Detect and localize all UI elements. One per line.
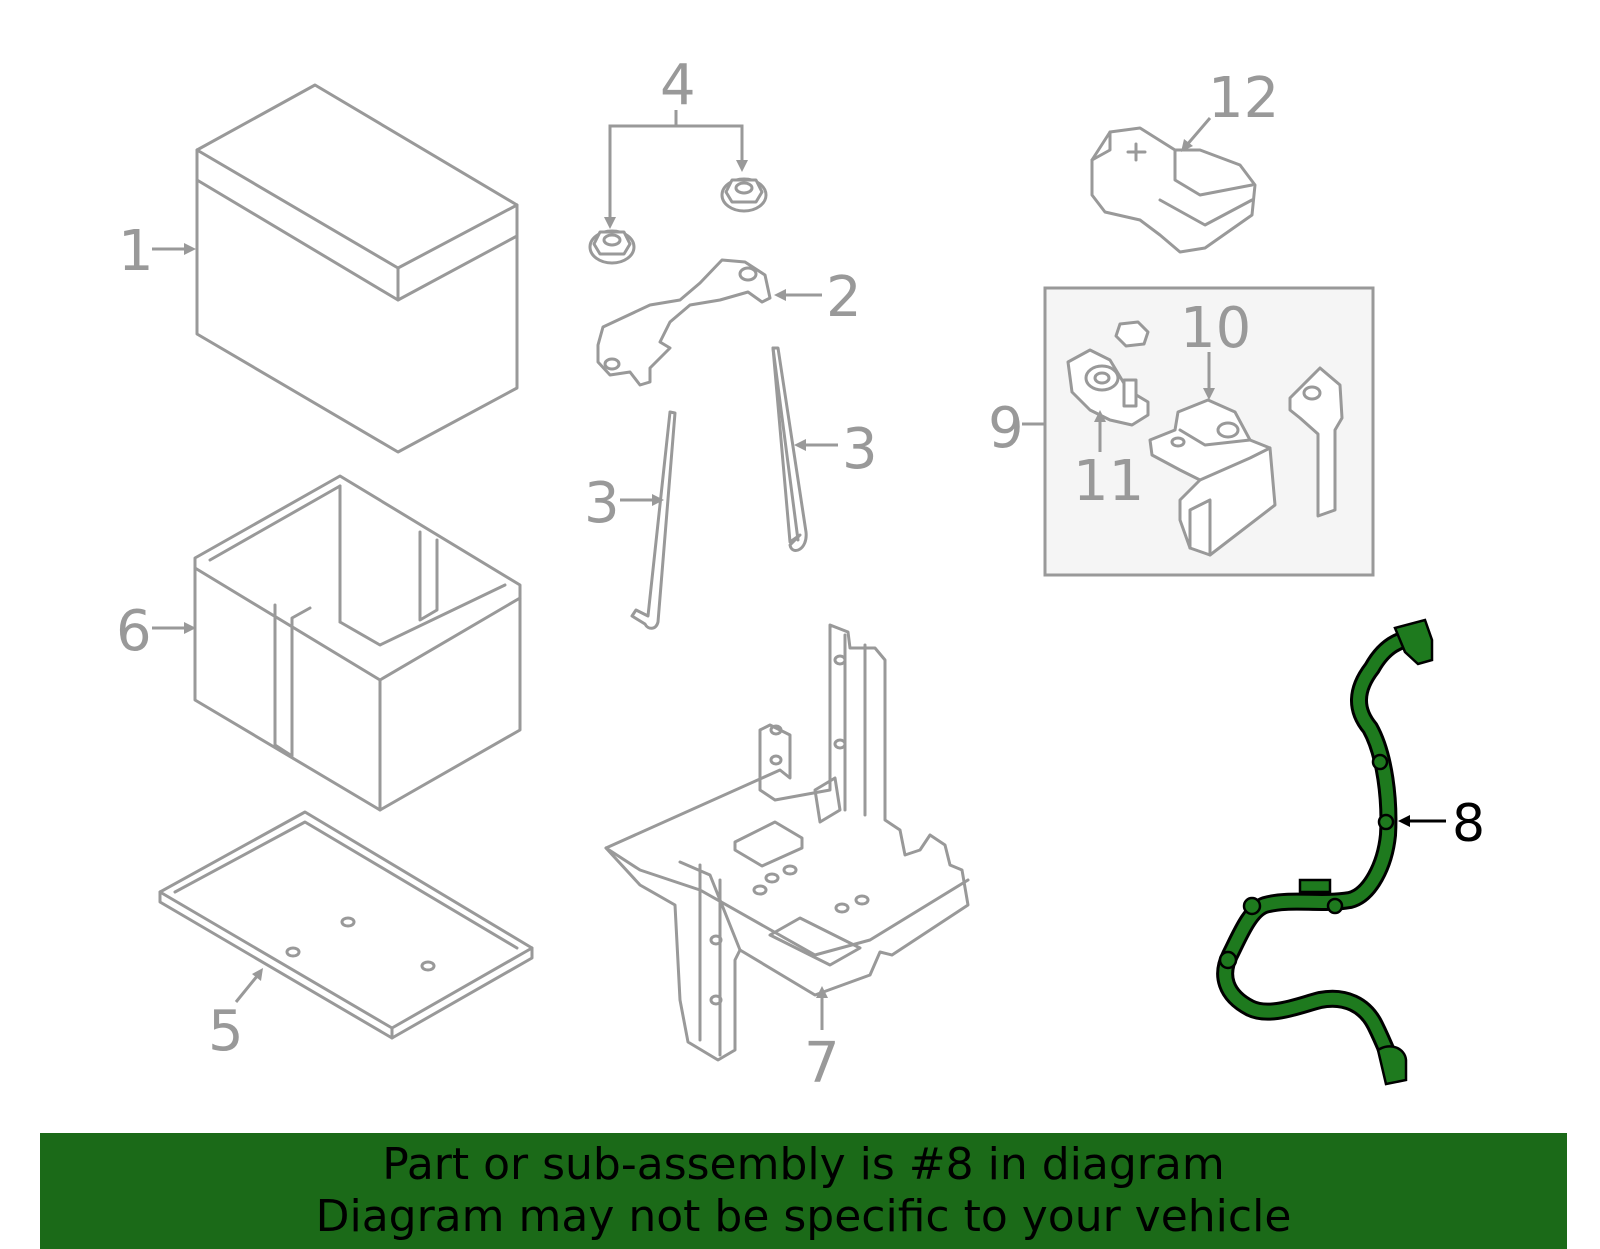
callout-label-10: 10: [1180, 296, 1251, 361]
banner-line-1: Part or sub-assembly is #8 in diagram: [382, 1139, 1225, 1190]
callout-label-12: 12: [1208, 66, 1279, 131]
rod-part-3-right[interactable]: [771, 346, 808, 552]
callout-label-1: 1: [118, 219, 154, 284]
battery-pad-part-5[interactable]: [158, 810, 534, 1040]
hold-down-bracket-part-2[interactable]: [596, 258, 772, 387]
terminal-clamp-part-11[interactable]: [1066, 348, 1150, 427]
nut-part-4-right[interactable]: [720, 177, 768, 213]
callout-label-2: 2: [826, 265, 862, 330]
callout-arrow-5: [234, 968, 263, 1003]
callout-arrow-10: [1203, 352, 1215, 400]
callout-arrow-1: [152, 243, 196, 255]
callout-arrow-2: [774, 289, 822, 301]
callout-label-6: 6: [116, 599, 152, 664]
callout-arrow-3-right: [794, 439, 838, 451]
callout-label-5: 5: [208, 999, 244, 1064]
callout-label-3-right: 3: [842, 417, 878, 482]
hex-nut-part-9[interactable]: [1114, 320, 1150, 348]
callout-arrow-8: [1398, 815, 1446, 827]
terminal-cover-part-12[interactable]: [1090, 126, 1257, 254]
callout-arrow-11: [1094, 410, 1106, 452]
callout-label-9: 9: [988, 396, 1024, 461]
rod-part-3-left[interactable]: [630, 410, 677, 630]
battery-cable-part-8[interactable]: [1216, 618, 1434, 1086]
callout-label-11: 11: [1073, 449, 1144, 514]
banner-line-2: Diagram may not be specific to your vehi…: [315, 1191, 1292, 1242]
callout-label-8: 8: [1452, 794, 1485, 854]
battery-insulator-part-6[interactable]: [193, 474, 522, 812]
callout-bracket-4: [604, 110, 748, 229]
callout-arrow-6: [152, 622, 196, 634]
battery-support-part-7[interactable]: [604, 623, 970, 1062]
callout-label-7: 7: [804, 1031, 840, 1096]
callout-arrow-12: [1181, 117, 1212, 152]
bracket-piece-part-9[interactable]: [1288, 366, 1344, 518]
callout-label-3-left: 3: [584, 471, 620, 536]
callout-arrow-7: [816, 986, 828, 1030]
nut-part-4-left[interactable]: [588, 229, 636, 265]
callout-label-4: 4: [660, 53, 696, 118]
callout-arrow-3-left: [620, 494, 664, 506]
battery-part-1[interactable]: [195, 83, 519, 454]
fuse-block-part-10[interactable]: [1148, 398, 1277, 557]
info-banner: Part or sub-assembly is #8 in diagram Di…: [40, 1133, 1567, 1249]
